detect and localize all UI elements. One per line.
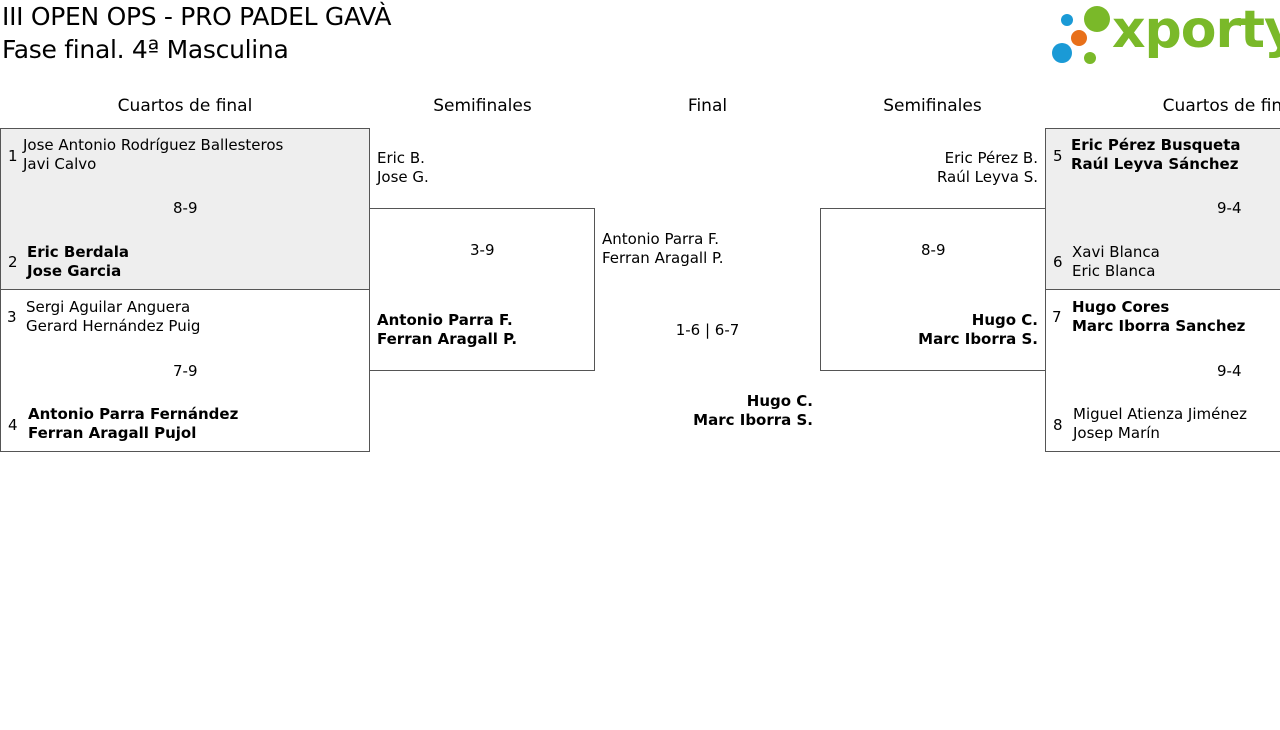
player-name: Raúl Leyva S. <box>936 168 1038 186</box>
match-sf-right: 8-9 Hugo C. Marc Iborra S. <box>820 208 1046 371</box>
match-qf-left-1: 1 Jose Antonio Rodríguez Ballesteros Jav… <box>0 128 370 290</box>
col-qf-left: Cuartos de final <box>117 96 253 116</box>
col-sf-right: Semifinales <box>883 96 982 116</box>
player-name: Eric Pérez B. <box>944 149 1038 167</box>
player-name: Jose G. <box>377 168 429 186</box>
tournament-title: III OPEN OPS - PRO PADEL GAVÀ <box>2 2 392 31</box>
seed-number: 6 <box>1053 253 1063 271</box>
seed-number: 3 <box>7 308 17 326</box>
player-name: Antonio Parra F. <box>602 230 720 248</box>
player-name: Jose Antonio Rodríguez Ballesteros <box>23 136 284 154</box>
player-name-winner: Marc Iborra Sanchez <box>1072 317 1246 335</box>
player-name-winner: Antonio Parra F. <box>377 311 513 329</box>
xporty-logo: xporty <box>1052 0 1280 67</box>
player-name-winner: Antonio Parra Fernández <box>28 405 239 423</box>
logo-text: xporty <box>1112 0 1280 60</box>
player-name-winner: Marc Iborra S. <box>918 330 1038 348</box>
player-name-winner: Hugo C. <box>971 311 1038 329</box>
player-name-winner: Eric Pérez Busqueta <box>1071 136 1241 154</box>
player-name: Ferran Aragall P. <box>602 249 724 267</box>
seed-number: 5 <box>1053 147 1063 165</box>
player-name: Sergi Aguilar Anguera <box>26 298 191 316</box>
col-sf-left: Semifinales <box>433 96 532 116</box>
match-score: 7-9 <box>173 362 198 380</box>
player-name: Javi Calvo <box>23 155 97 173</box>
match-qf-right-1: 5 Eric Pérez Busqueta Raúl Leyva Sánchez… <box>1045 128 1280 290</box>
seed-number: 7 <box>1052 308 1062 326</box>
col-qf-right: Cuartos de final <box>1162 96 1280 116</box>
player-name-winner: Ferran Aragall Pujol <box>28 424 197 442</box>
match-score: 8-9 <box>921 241 946 259</box>
champion-name: Hugo C. <box>746 392 813 410</box>
match-score: 3-9 <box>470 241 495 259</box>
match-score: 8-9 <box>173 199 198 217</box>
seed-number: 8 <box>1053 416 1063 434</box>
col-final: Final <box>687 96 728 116</box>
player-name: Josep Marín <box>1073 424 1160 442</box>
match-qf-left-2: 3 Sergi Aguilar Anguera Gerard Hernández… <box>0 289 370 452</box>
player-name-winner: Hugo Cores <box>1072 298 1170 316</box>
seed-number: 2 <box>8 253 18 271</box>
seed-number: 1 <box>8 147 18 165</box>
player-name-winner: Jose Garcia <box>27 262 122 280</box>
player-name: Miguel Atienza Jiménez <box>1073 405 1247 423</box>
phase-title: Fase final. 4ª Masculina <box>2 35 289 64</box>
player-name: Gerard Hernández Puig <box>26 317 201 335</box>
match-score: 1-6 | 6-7 <box>675 321 740 339</box>
champion-name: Marc Iborra S. <box>693 411 813 429</box>
match-score: 9-4 <box>1217 362 1242 380</box>
player-name-winner: Ferran Aragall P. <box>377 330 518 348</box>
seed-number: 4 <box>8 416 18 434</box>
match-sf-left: 3-9 Antonio Parra F. Ferran Aragall P. <box>369 208 595 371</box>
match-score: 9-4 <box>1217 199 1242 217</box>
player-name: Xavi Blanca <box>1072 243 1160 261</box>
player-name-winner: Eric Berdala <box>27 243 130 261</box>
player-name-winner: Raúl Leyva Sánchez <box>1071 155 1239 173</box>
xporty-logo-icon <box>1052 6 1110 64</box>
player-name: Eric Blanca <box>1072 262 1156 280</box>
match-qf-right-2: 7 Hugo Cores Marc Iborra Sanchez 9-4 8 M… <box>1045 289 1280 452</box>
player-name: Eric B. <box>377 149 425 167</box>
